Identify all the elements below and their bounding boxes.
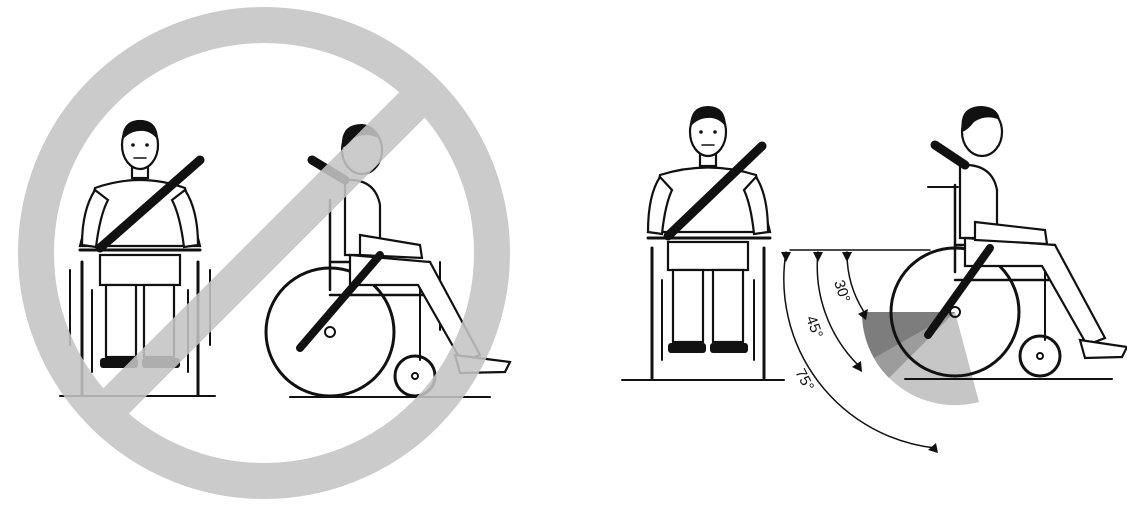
angle-label-75: 75° [791,366,817,394]
side-view-figure-correct [891,106,1127,379]
angle-label-30: 30° [830,278,853,305]
front-view-figure-correct [622,106,784,380]
incorrect-belt-example [36,25,510,481]
angle-label-45: 45° [802,314,826,341]
prohibition-sign [36,25,492,481]
belt-angle-zone [862,312,979,405]
correct-belt-example: 30° 45° 75° [622,106,1127,453]
